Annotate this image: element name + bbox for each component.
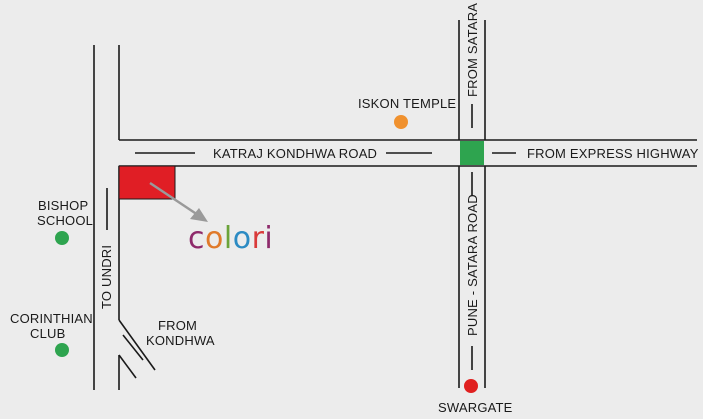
- bishop-school-dot: [55, 231, 69, 245]
- iskon-temple-dot: [394, 115, 408, 129]
- from-express-highway-label: FROM EXPRESS HIGHWAY: [527, 146, 699, 161]
- corinthian-club-label-line2: CLUB: [30, 326, 65, 341]
- road-lines: [93, 20, 697, 390]
- swargate-dot: [464, 379, 478, 393]
- corinthian-club-label-line1: CORINTHIAN: [10, 311, 93, 326]
- swargate-label: SWARGATE: [438, 400, 513, 415]
- junction-marker: [460, 141, 484, 165]
- road-dash: [122, 334, 144, 361]
- from-satara-label: FROM SATARA: [465, 3, 480, 97]
- to-undri-label: TO UNDRI: [99, 245, 114, 309]
- bishop-school-label-line2: SCHOOL: [37, 213, 93, 228]
- from-kondhwa-label-line1: FROM: [158, 318, 197, 333]
- pune-satara-road-label: PUNE - SATARA ROAD: [465, 194, 480, 336]
- project-logo: colori: [188, 221, 273, 256]
- iskon-temple-label: ISKON TEMPLE: [358, 96, 456, 111]
- from-kondhwa-label-line2: KONDHWA: [146, 333, 215, 348]
- pointer-arrow: [149, 181, 208, 222]
- bishop-school-label-line1: BISHOP: [38, 198, 88, 213]
- kondhwa-road-edge: [118, 354, 137, 379]
- kondhwa-road-edge: [118, 319, 156, 371]
- corinthian-club-dot: [55, 343, 69, 357]
- katraj-kondhwa-road-label: KATRAJ KONDHWA ROAD: [213, 146, 377, 161]
